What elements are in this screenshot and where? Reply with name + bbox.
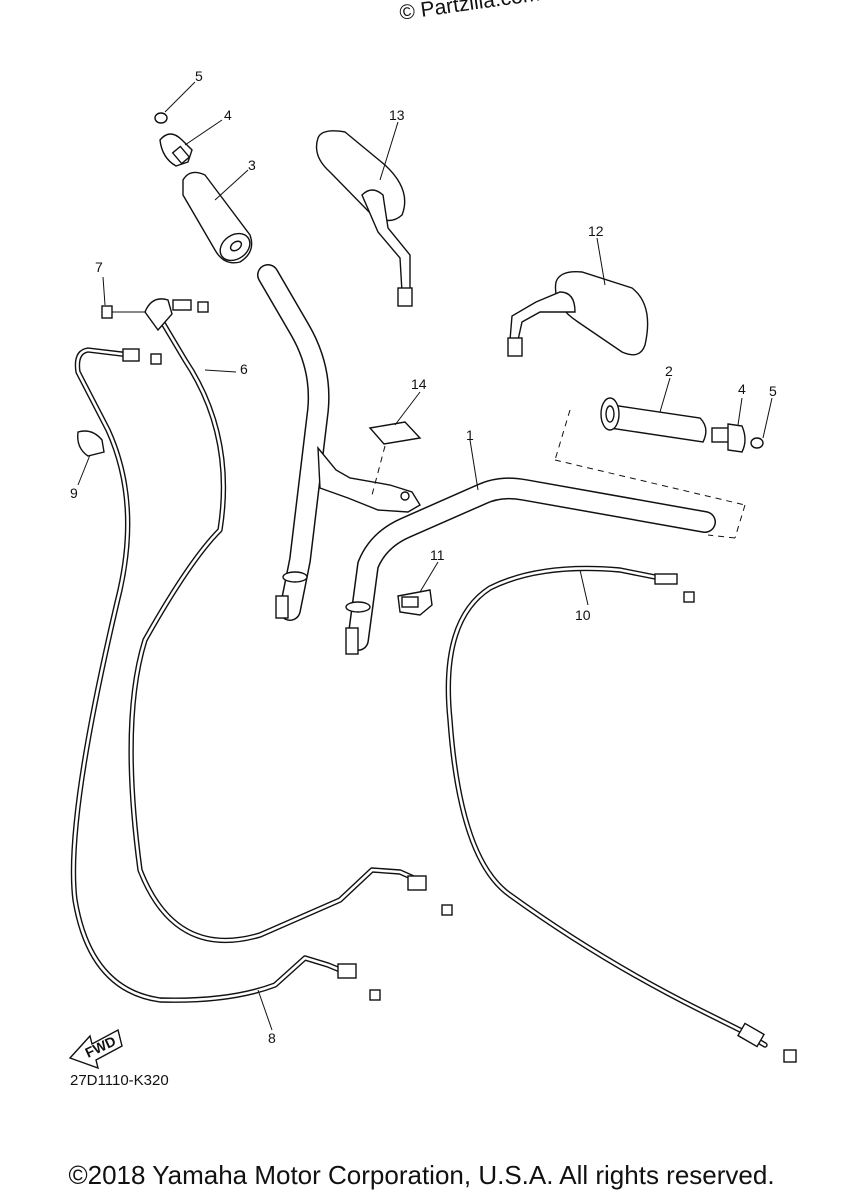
leader-3 [214,169,249,201]
leader-9 [77,454,91,486]
bolt-7[interactable] [101,305,146,319]
right-bar-end-screw[interactable] [750,437,764,449]
cable-10-lower-nut [783,1049,797,1063]
grip-guide-line-a [554,409,571,461]
leader-4b [737,397,743,426]
callout-14: 14 [411,376,427,392]
leader-6 [204,369,237,373]
callout-2: 2 [665,363,673,379]
diagram-reference-code: 27D1110-K320 [70,1072,169,1089]
cable-6-nut [197,301,209,313]
leader-8 [257,989,273,1031]
handlebar-collar-right [345,601,371,613]
cable-6-fitting [172,299,192,311]
cable-6-elbow [144,298,173,332]
leader-5b [762,397,773,439]
callout-5-right: 5 [769,383,777,399]
copyright-notice: ©2018 Yamaha Motor Corporation, U.S.A. A… [68,1160,775,1190]
throttle-cable-9[interactable] [70,347,348,1003]
throttle-cable-6[interactable] [128,315,421,944]
callout-8: 8 [268,1030,276,1046]
right-mirror[interactable] [507,271,649,357]
leader-14 [394,391,421,426]
callout-6: 6 [240,361,248,377]
throttle-grip-opening [605,405,615,423]
left-mirror-thread [397,287,413,307]
left-grip-hole [229,240,243,252]
pad-guide-line [371,445,386,496]
grip-guide-line-c [734,504,746,539]
cable-9-lower-nut [369,989,381,1001]
callout-12: 12 [588,223,604,239]
callout-7: 7 [95,259,103,275]
handlebar-left-end [275,595,289,619]
leader-4a [184,119,223,146]
cable-10-upper-fitting [654,573,678,585]
cable-clamp-11[interactable] [397,589,433,616]
callout-5-left: 5 [195,68,203,84]
right-bar-end-weight[interactable] [711,423,746,453]
callout-9: 9 [70,485,78,501]
left-weight-thread [171,145,191,165]
bracket-bolt [400,491,410,501]
handlebar-bracket [317,445,421,513]
cable-6-lower-adjuster [407,875,427,891]
callout-10: 10 [575,607,591,623]
cable-6-lower-nut [441,904,453,916]
clamp-11-inner [401,596,419,608]
leader-13 [379,121,399,181]
left-bar-end-screw[interactable] [154,112,168,124]
callout-3: 3 [248,157,256,173]
callout-1: 1 [466,427,474,443]
cable-9-upper-nut [150,353,162,365]
leader-7 [102,276,106,306]
callout-4-left: 4 [224,107,232,123]
right-mirror-thread [507,337,523,357]
cable-10-lower-adjuster [737,1022,765,1048]
clutch-cable-10[interactable] [445,565,768,1048]
leader-10 [579,569,589,606]
left-mirror[interactable] [315,130,413,307]
callout-11: 11 [430,547,445,563]
throttle-grip[interactable] [600,397,707,443]
cable-10-upper-nut [683,591,695,603]
handlebar[interactable] [257,264,716,655]
handlebar-collar-left [282,571,308,583]
leader-11 [419,561,439,593]
forward-direction-arrow: FWD [68,1028,123,1070]
cable-9-lower-adjuster [337,963,357,979]
handlebar-right-end [345,627,359,655]
leader-1 [469,439,479,491]
leader-12 [596,237,606,286]
left-grip[interactable] [182,171,255,266]
callout-13: 13 [389,107,405,123]
handlebar-pad[interactable] [368,421,422,445]
cable-9-upper-fitting [122,348,140,362]
leader-5a [164,81,196,113]
left-bar-end-weight[interactable] [159,133,193,167]
callout-4-right: 4 [738,381,746,397]
cable-guide-9[interactable] [77,430,105,457]
grip-guide-line-d [707,534,736,539]
leader-2 [659,377,671,413]
